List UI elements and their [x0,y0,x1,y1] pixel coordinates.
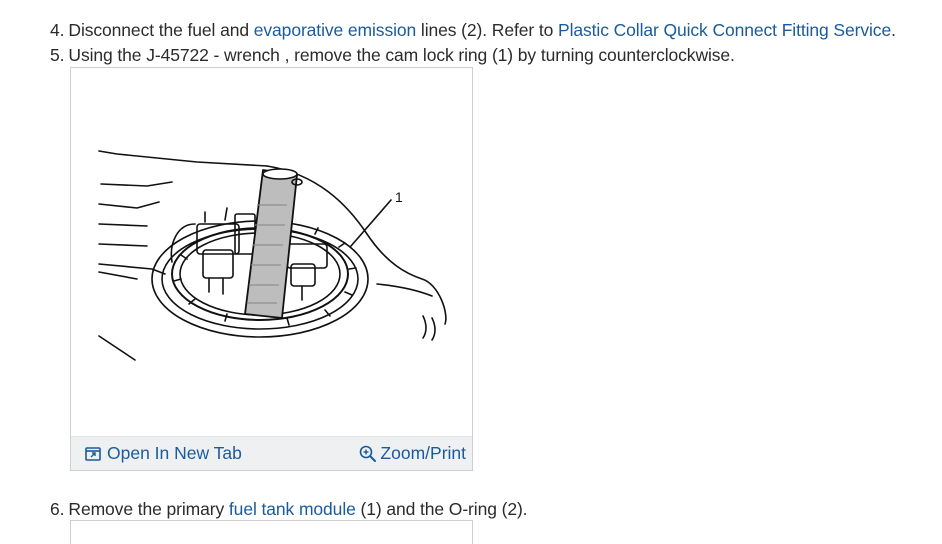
step-text: (1) and the O-ring (2). [355,499,528,519]
next-figure-card [70,520,473,544]
step-text: Using the J-45722 - wrench , remove the … [68,45,735,65]
magnifier-plus-icon [360,445,377,462]
figure-toolbar: Open In New Tab Zoom/Print [71,436,472,470]
link-fuel-tank-module[interactable]: fuel tank module [228,499,356,519]
step-text: . [891,20,896,40]
callout-label: 1 [395,189,403,205]
zoom-print-label: Zoom/Print [380,443,466,463]
step-5: 5.Using the J-45722 - wrench , remove th… [50,44,735,66]
illustration-drawing: 1 [98,150,447,361]
zoom-print-button[interactable]: Zoom/Print [359,443,466,464]
link-plastic-collar-quick-connect[interactable]: Plastic Collar Quick Connect Fitting Ser… [558,20,892,40]
step-6: 6.Remove the primary fuel tank module (1… [50,498,528,520]
figure-card: 1 Open In New Tab Zoom/Print [70,67,473,471]
open-in-new-tab-icon [85,446,101,461]
step-4: 4.Disconnect the fuel and evaporative em… [50,19,896,41]
open-in-new-tab-label: Open In New Tab [107,443,242,463]
step-number: 6. [50,499,65,519]
step-text: Remove the primary [68,499,229,519]
open-in-new-tab-button[interactable]: Open In New Tab [85,443,242,464]
step-number: 4. [50,20,65,40]
step-text: lines (2). Refer to [416,20,558,40]
step-text: Disconnect the fuel and [68,20,254,40]
cam-lock-ring-illustration[interactable]: 1 [77,74,467,438]
link-evaporative-emission[interactable]: evaporative emission [253,20,417,40]
step-number: 5. [50,45,65,65]
